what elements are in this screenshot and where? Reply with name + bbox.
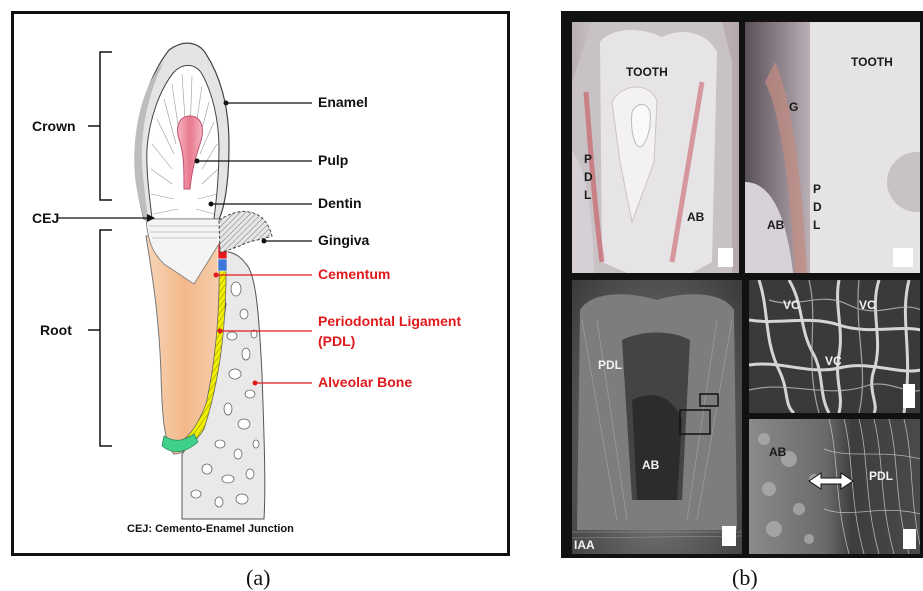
sem2-vc-label-1: VC [783, 298, 800, 312]
photo2-pdl-l: L [813, 218, 820, 232]
sem3-pdl-label: PDL [869, 469, 893, 483]
alveolar-bone-label: Alveolar Bone [318, 374, 412, 390]
pulp-label: Pulp [318, 152, 348, 168]
cej-label: CEJ [32, 210, 59, 226]
photo2-pdl-p: P [813, 182, 821, 196]
photo2-g-label: G [789, 100, 798, 114]
tooth-anatomy-illustration [14, 14, 507, 553]
sem1-ab-label: AB [642, 458, 659, 472]
root-bracket [100, 230, 112, 446]
cervical-blue-block [218, 259, 227, 271]
photo1-tooth-label: TOOTH [626, 65, 668, 79]
pdl-label-line2: (PDL) [318, 333, 355, 349]
gingiva-label: Gingiva [318, 232, 369, 248]
panel-b-photo-grid: TOOTH P D L AB TOOTH G P D L AB [561, 11, 923, 558]
sem-vascular-capillaries: VC VC VC [749, 280, 921, 413]
dentin-label: Dentin [318, 195, 362, 211]
enamel-label: Enamel [318, 94, 368, 110]
sem1-pdl-label: PDL [598, 358, 622, 372]
photo1-ab-label: AB [687, 210, 704, 224]
pdl-label-line1: Periodontal Ligament [318, 313, 461, 329]
sem1-scale-bar [722, 526, 736, 546]
photo1-pdl-l: L [584, 188, 591, 202]
photo1-pdl-p: P [584, 152, 592, 166]
photo1-pdl-d: D [584, 170, 593, 184]
sem-bone-pdl-interface: AB PDL [749, 419, 921, 554]
photo2-tooth-label: TOOTH [851, 55, 893, 69]
sem-vascular-cast-overview: PDL AB IAA [572, 280, 742, 554]
sem2-vc-label-3: VC [825, 354, 842, 368]
panel-a-letter: (a) [246, 565, 270, 591]
photo2-ab-label: AB [767, 218, 784, 232]
panel-a-tooth-diagram: Crown CEJ Root Enamel Pulp Dentin Gingiv… [11, 11, 510, 556]
sem2-scale-bar [903, 384, 915, 408]
photo2-pdl-d: D [813, 200, 822, 214]
panel-b-letter: (b) [732, 565, 758, 591]
cementum-label: Cementum [318, 266, 390, 282]
crown-bracket [100, 52, 112, 200]
sem3-ab-label: AB [769, 445, 786, 459]
sem3-scale-bar [903, 529, 916, 549]
photo-tooth-magnified: TOOTH G P D L AB [745, 22, 921, 273]
cej-footnote: CEJ: Cemento-Enamel Junction [127, 523, 294, 535]
sem2-vc-label-2: VC [859, 298, 876, 312]
photo1-scale-bar [718, 248, 733, 267]
root-label: Root [40, 322, 72, 338]
photo2-scale-bar [893, 248, 913, 267]
gingiva-shape [219, 211, 272, 252]
photo-tooth-section: TOOTH P D L AB [572, 22, 739, 273]
crown-label: Crown [32, 118, 76, 134]
sem1-iaa-label: IAA [574, 538, 595, 552]
